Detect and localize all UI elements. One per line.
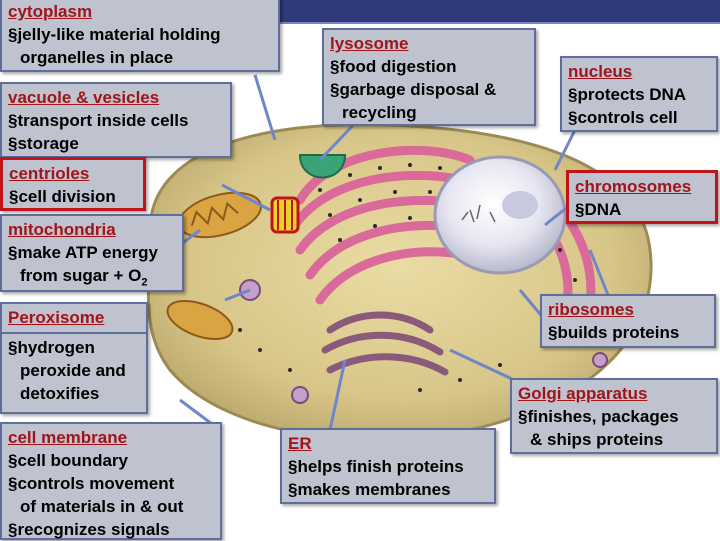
membrane-title: cell membrane — [8, 428, 128, 447]
membrane-line-4: §recognizes signals — [8, 520, 170, 539]
vesicle — [291, 386, 309, 404]
peroxisome-title: Peroxisome — [8, 308, 105, 327]
nucleolus — [502, 191, 538, 219]
mitochondria-title: mitochondria — [8, 220, 116, 239]
nucleus — [433, 155, 567, 275]
centrioles-line-1: §cell division — [9, 187, 116, 206]
vacuole-line-1: §transport inside cells — [8, 111, 189, 130]
membrane-line-1: §cell boundary — [8, 451, 128, 470]
label-peroxisome-body: §hydrogen peroxide and detoxifies — [0, 334, 148, 414]
mitochondria-line-1: §make ATP energy — [8, 243, 158, 262]
header-bar-accent — [230, 22, 720, 24]
label-cell-membrane: cell membrane §cell boundary §controls m… — [0, 422, 222, 540]
er-line-2: §makes membranes — [288, 480, 451, 499]
membrane-line-3: of materials in & out — [20, 497, 184, 516]
nucleus-line-2: §controls cell — [568, 108, 678, 127]
label-chromosomes: chromosomes §DNA — [566, 170, 718, 224]
vacuole-line-2: §storage — [8, 134, 79, 153]
label-vacuole: vacuole & vesicles §transport inside cel… — [0, 82, 232, 158]
nucleus-line-1: §protects DNA — [568, 85, 687, 104]
centrioles-title: centrioles — [9, 164, 90, 183]
chromosomes-line-1: §DNA — [575, 200, 622, 219]
label-peroxisome: Peroxisome — [0, 302, 148, 334]
cytoplasm-line-1: §jelly-like material holding — [8, 25, 221, 44]
label-er: ER §helps finish proteins §makes membran… — [280, 428, 496, 504]
lysosome-line-1: §food digestion — [330, 57, 457, 76]
vesicle — [592, 352, 608, 368]
ribosomes-title: ribosomes — [548, 300, 634, 319]
golgi-line-1: §finishes, packages — [518, 407, 679, 426]
chromatin — [461, 204, 496, 223]
label-nucleus: nucleus §protects DNA §controls cell — [560, 56, 718, 132]
mitochondria-line-2: from sugar + O2 — [8, 264, 176, 294]
nucleus-title: nucleus — [568, 62, 633, 81]
lysosome-line-3: recycling — [342, 103, 417, 122]
vacuole-title: vacuole & vesicles — [8, 88, 160, 107]
golgi-title: Golgi apparatus — [518, 384, 648, 403]
er-title: ER — [288, 434, 312, 453]
label-mitochondria: mitochondria §make ATP energy from sugar… — [0, 214, 184, 292]
peroxisome-line-3: detoxifies — [20, 384, 100, 403]
peroxisome-line-2: peroxide and — [20, 361, 126, 380]
golgi-line-2: & ships proteins — [530, 430, 664, 449]
golgi-stack — [321, 311, 449, 376]
label-ribosomes: ribosomes §builds proteins — [540, 294, 716, 348]
membrane-line-2: §controls movement — [8, 474, 175, 493]
label-golgi: Golgi apparatus §finishes, packages & sh… — [510, 378, 718, 454]
label-centrioles: centrioles §cell division — [0, 157, 146, 211]
chromosomes-title: chromosomes — [575, 177, 692, 196]
oxygen-subscript: 2 — [141, 276, 148, 289]
header-bar — [230, 0, 720, 22]
mitochondria-line-2-text: from sugar + O — [20, 266, 142, 285]
cytoplasm-title: cytoplasm — [8, 2, 93, 21]
label-cytoplasm: cytoplasm §jelly-like material holding o… — [0, 0, 280, 72]
lysosome-line-2: §garbage disposal & — [330, 80, 497, 99]
ribosomes-line-1: §builds proteins — [548, 323, 680, 342]
peroxisome-line-1: §hydrogen — [8, 338, 95, 357]
er-line-1: §helps finish proteins — [288, 457, 464, 476]
lysosome-shape — [298, 154, 347, 179]
label-lysosome: lysosome §food digestion §garbage dispos… — [322, 28, 536, 126]
ribosome-dots — [238, 163, 577, 392]
centriole-shape — [270, 196, 300, 234]
cytoplasm-line-2: organelles in place — [20, 48, 174, 67]
lysosome-title: lysosome — [330, 34, 409, 53]
